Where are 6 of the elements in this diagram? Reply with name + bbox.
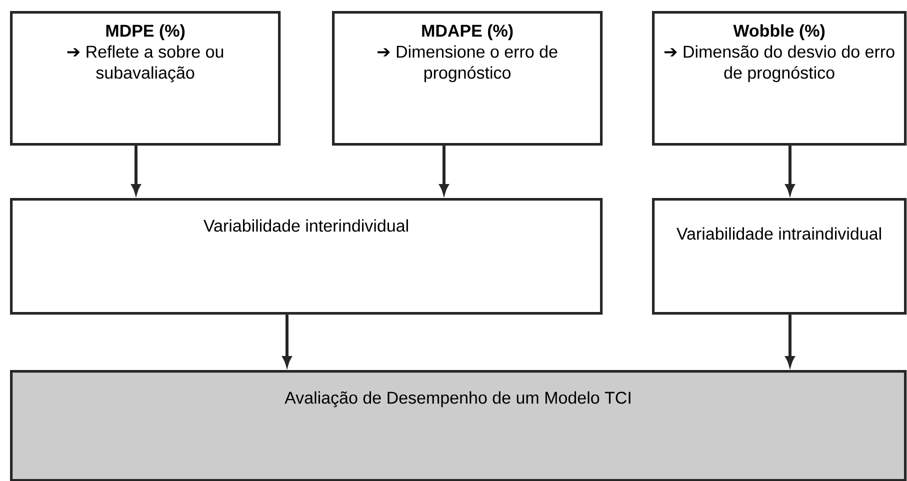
process-box: Variabilidade intraindividual (652, 198, 907, 315)
process-box: MDPE (%) ➔ Reflete a sobre ou subavaliação (10, 10, 281, 146)
process-box: Wobble (%) ➔ Dimensão do desvio do erro de prognóstico (652, 10, 907, 146)
process-box: Variabilidade interindividual (10, 198, 603, 315)
process-box: MDAPE (%) ➔ Dimensione o erro de prognóstico (332, 10, 603, 146)
result-box: Avaliação de Desempenho de um Modelo TCI (10, 370, 907, 481)
